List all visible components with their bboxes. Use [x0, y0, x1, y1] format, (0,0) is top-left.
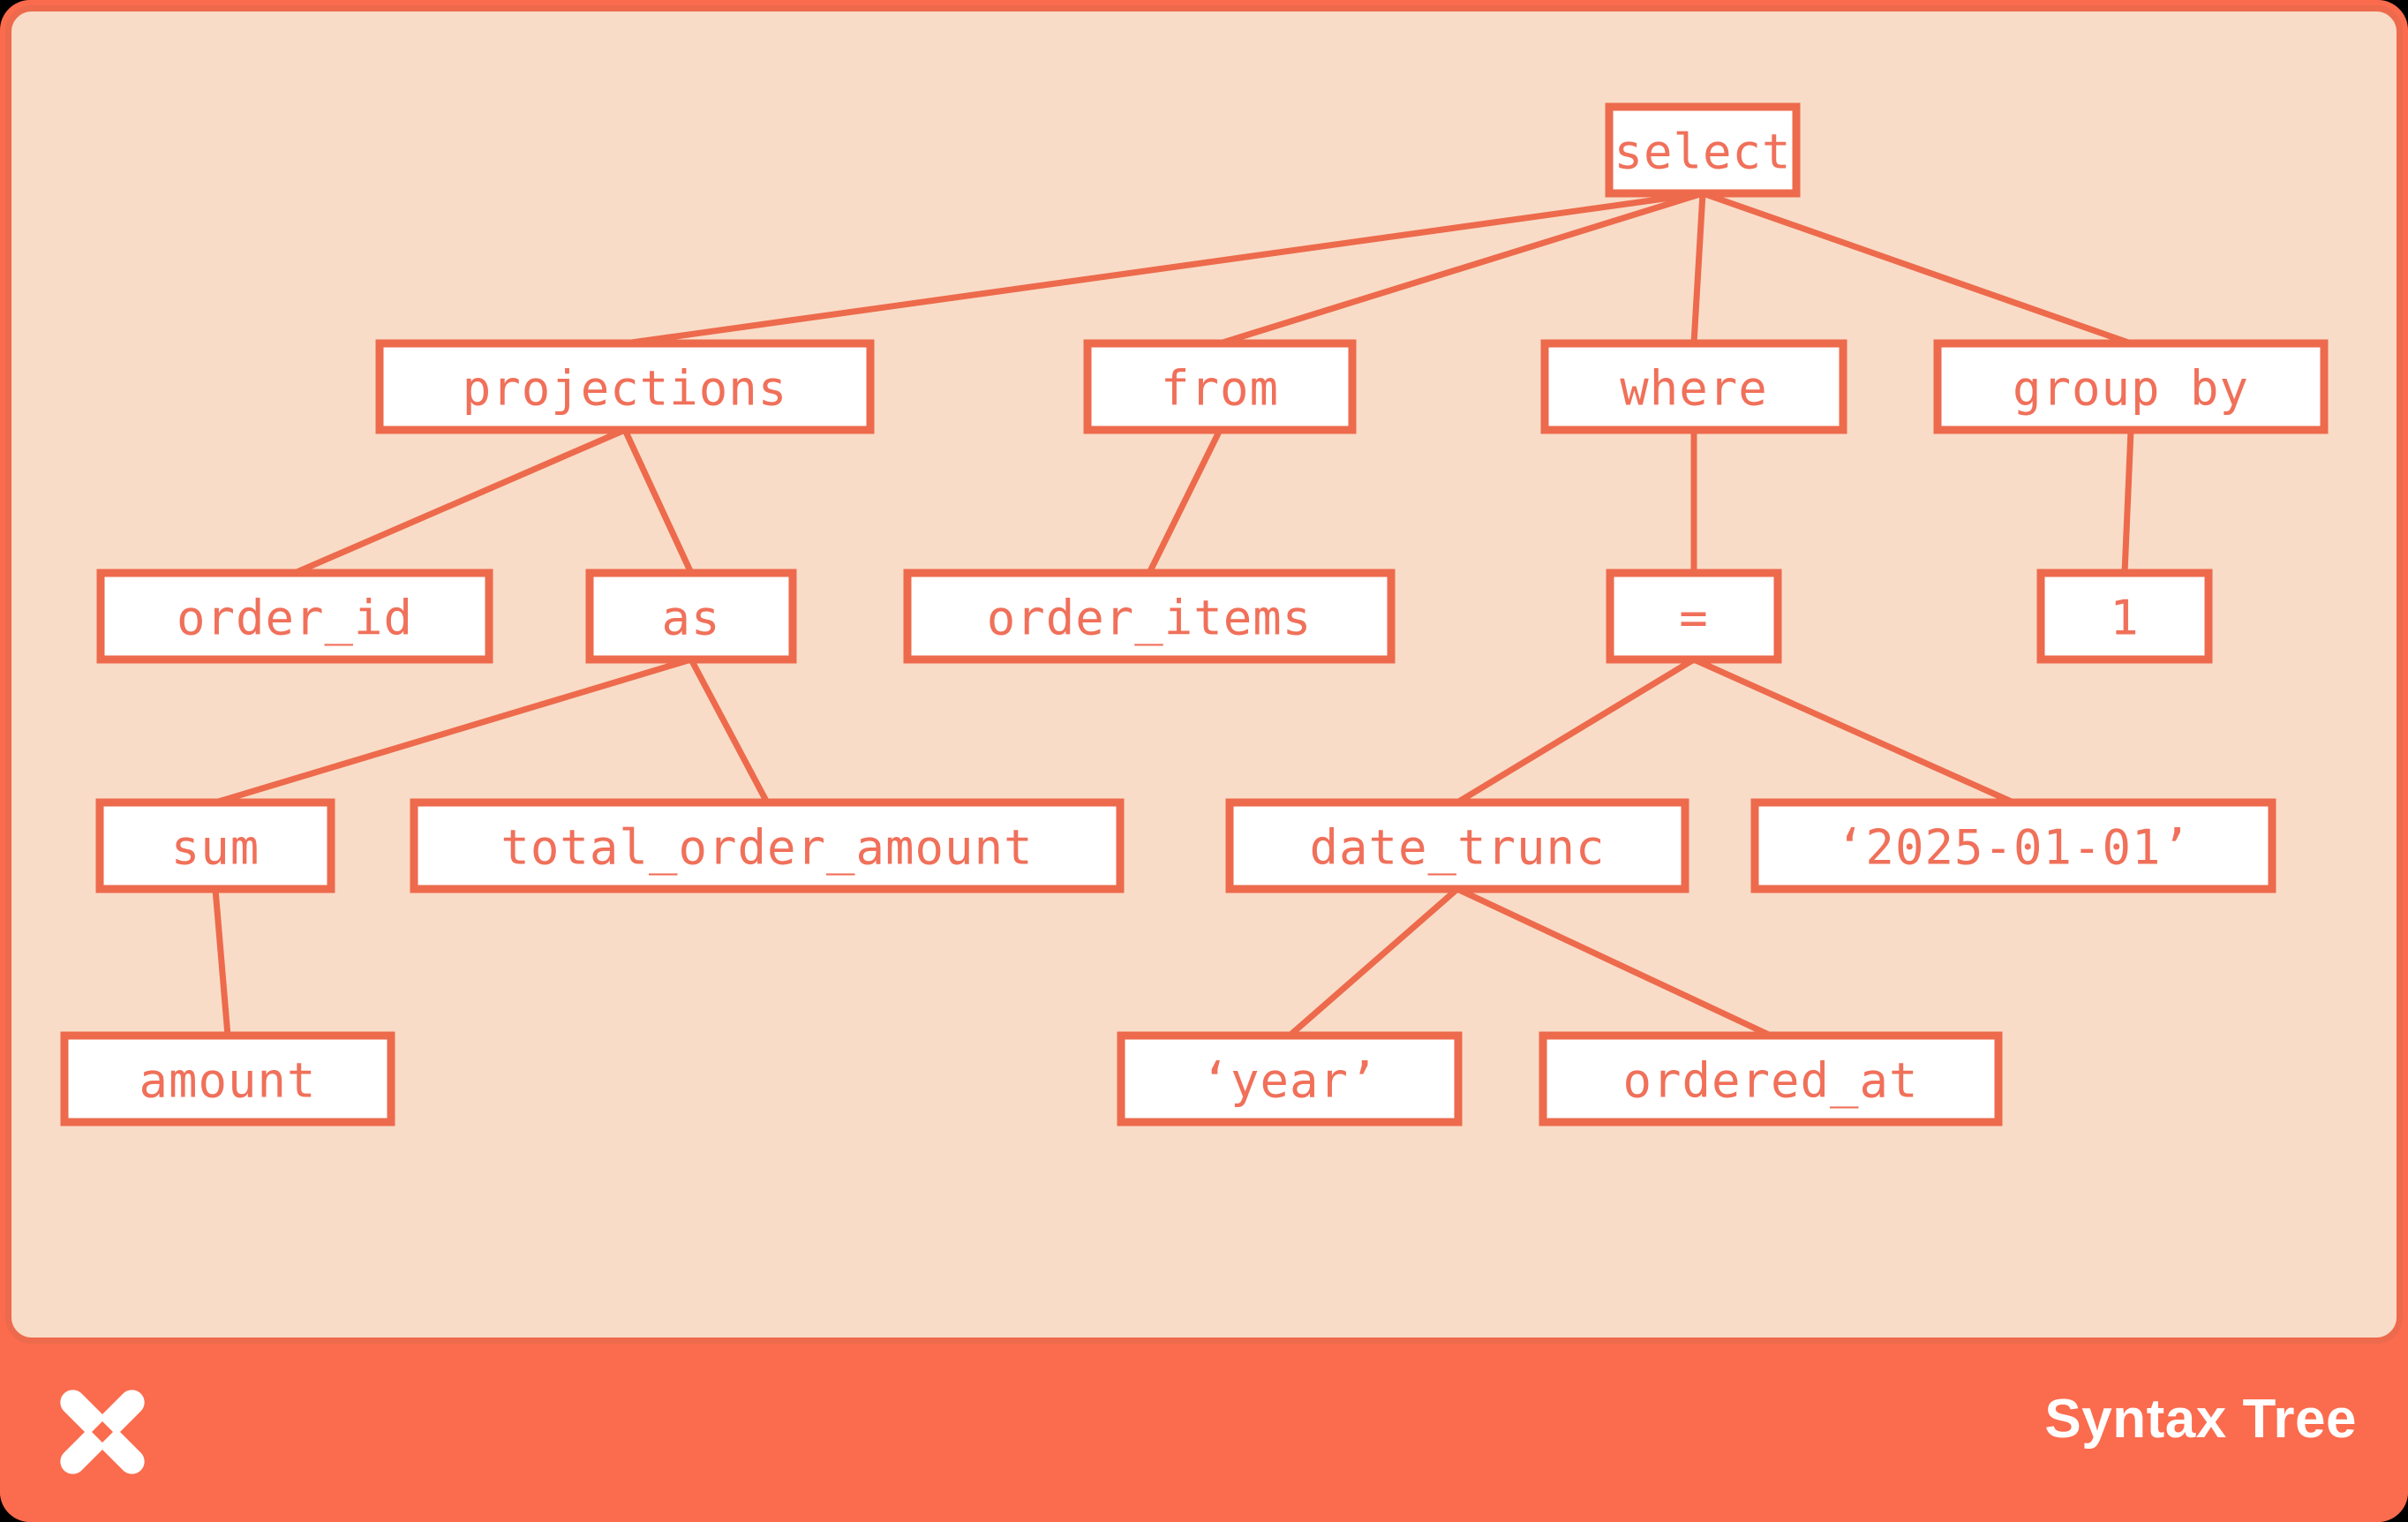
tree-edge	[1146, 428, 1223, 575]
tree-node-box	[2036, 569, 2213, 664]
tree-node-box	[1117, 1031, 1463, 1126]
tree-edge	[1456, 657, 1696, 805]
x-star-logo-icon	[60, 1390, 145, 1474]
tree-edge	[214, 656, 693, 806]
tree-node-box	[903, 569, 1396, 664]
tree-edge	[621, 428, 695, 575]
tree-node-one[interactable]: 1	[2036, 569, 2213, 664]
tree-node-ordered_at[interactable]: ordered_at	[1539, 1031, 2003, 1126]
tree-node-box	[375, 339, 875, 434]
tree-node-where[interactable]: where	[1540, 339, 1847, 434]
tree-node-order_items[interactable]: order_items	[903, 569, 1396, 664]
tree-node-label: order_items	[987, 591, 1313, 646]
tree-edge	[1701, 190, 2133, 347]
tree-node-date_trunc[interactable]: date_trunc	[1225, 798, 1689, 893]
footer-bar: Syntax Tree	[0, 1344, 2408, 1522]
tree-edge	[1218, 190, 1704, 347]
tree-node-projections[interactable]: projections	[375, 339, 875, 434]
tree-edge	[624, 190, 1704, 347]
tree-edge	[1456, 885, 1772, 1039]
tree-edge	[2121, 429, 2134, 574]
tree-node-order_id[interactable]: order_id	[96, 569, 493, 664]
tree-edges	[212, 190, 2134, 1039]
tree-node-label: total_order_amount	[500, 820, 1033, 876]
tree-edge	[688, 658, 771, 804]
tree-node-label: group by	[2013, 361, 2249, 417]
syntax-tree-svg: select projections from where group by order_…	[60, 102, 2329, 1126]
tree-node-label: sum	[171, 820, 260, 876]
tree-node-group_by[interactable]: group by	[1933, 339, 2329, 434]
tree-node-box	[1540, 339, 1847, 434]
tree-node-total_order_amount[interactable]: total_order_amount	[410, 798, 1125, 893]
tree-node-label: from	[1161, 361, 1279, 417]
tree-edge	[293, 426, 627, 576]
tree-node-box	[410, 798, 1125, 893]
tree-node-year_literal[interactable]: ‘year’	[1117, 1031, 1463, 1126]
tree-node-box	[1083, 339, 1357, 434]
tree-node-label: ‘year’	[1200, 1053, 1378, 1109]
tree-node-label: where	[1620, 361, 1768, 417]
tree-node-label: projections	[463, 361, 788, 417]
tree-node-amount[interactable]: amount	[60, 1031, 395, 1126]
tree-node-date_literal[interactable]: ‘2025-01-01’	[1750, 798, 2276, 893]
tree-node-box	[1606, 569, 1782, 664]
tree-node-select[interactable]: select	[1605, 102, 1801, 198]
tree-node-sum[interactable]: sum	[95, 798, 335, 893]
tree-node-label: =	[1679, 591, 1709, 646]
tree-node-label: as	[661, 591, 720, 646]
tree-node-box	[1933, 339, 2329, 434]
tree-node-box	[96, 569, 493, 664]
tree-edge	[212, 888, 231, 1036]
tree-node-label: amount	[139, 1053, 316, 1109]
tree-node-label: ‘2025-01-01’	[1836, 820, 2191, 876]
tree-node-label: order_id	[177, 591, 413, 646]
tree-node-label: 1	[2110, 591, 2140, 646]
tree-node-box	[60, 1031, 395, 1126]
tree-node-box	[1605, 102, 1801, 198]
tree-node-box	[1225, 798, 1689, 893]
tree-node-as[interactable]: as	[585, 569, 797, 664]
tree-edge	[1692, 656, 2015, 806]
tree-node-box	[1750, 798, 2276, 893]
tree-node-box	[1539, 1031, 2003, 1126]
tree-node-from[interactable]: from	[1083, 339, 1357, 434]
tree-node-eq[interactable]: =	[1606, 569, 1782, 664]
tree-canvas: select projections from where group by order_…	[5, 5, 2403, 1344]
tree-node-box	[585, 569, 797, 664]
tree-node-label: date_trunc	[1309, 820, 1605, 876]
tree-node-box	[95, 798, 335, 893]
tree-nodes: select projections from where group by order_…	[60, 102, 2329, 1126]
tree-node-label: select	[1614, 124, 1791, 180]
tree-edge	[1287, 886, 1460, 1038]
tree-edge	[1690, 192, 1706, 344]
tree-node-label: ordered_at	[1622, 1053, 1918, 1109]
footer-title: Syntax Tree	[2044, 1389, 2357, 1450]
